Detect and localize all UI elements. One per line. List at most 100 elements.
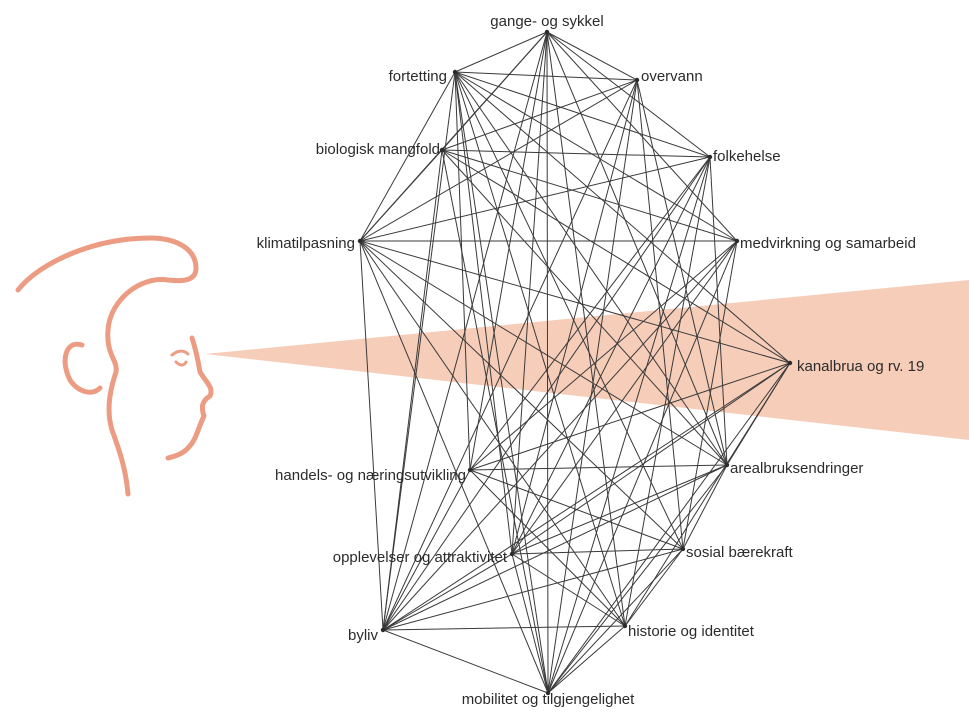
edge-folkehelse-klima [359,156,711,242]
node-point-klima [357,238,363,244]
edge-klima-mobilitet [359,240,549,694]
edge-fortetting-byliv [382,71,456,631]
edge-overvann-biologisk [441,79,638,151]
node-point-historie [622,623,628,629]
edge-folkehelse-handel [469,156,711,471]
edge-historie-mobilitet [547,625,626,694]
edge-klima-arealbruk [359,240,728,466]
edge-biologisk-klima [359,149,443,242]
edge-overvann-byliv [382,79,638,631]
view-beam [205,280,969,440]
edge-folkehelse-opplevelser [511,156,711,555]
edge-medvirkning-byliv [382,240,738,631]
node-label-medvirkning: medvirkning og samarbeid [740,235,916,252]
edge-gange-handel [469,31,548,471]
edge-gange-opplevelser [511,31,548,555]
edge-overvann-arealbruk [636,79,728,466]
edge-biologisk-folkehelse [441,149,711,158]
edge-gange-fortetting [454,31,548,73]
edge-medvirkning-handel [469,240,738,471]
edge-overvann-klima [359,79,638,242]
edge-kanalbrua-mobilitet [547,362,791,694]
edge-gange-folkehelse [546,31,711,158]
edge-byliv-historie [382,625,626,631]
node-label-gange: gange- og sykkel [490,13,603,30]
node-points [357,29,793,696]
node-point-opplevelser [509,551,515,557]
edge-biologisk-mobilitet [441,149,549,694]
node-label-opplevelser: opplevelser og attraktivitet [333,549,508,566]
edge-sosial-byliv [382,548,684,631]
edge-kanalbrua-byliv [382,362,791,631]
edge-folkehelse-byliv [382,156,711,631]
edge-biologisk-arealbruk [441,149,728,466]
node-labels: gange- og sykkel fortetting overvann biolog… [257,13,925,708]
node-label-mobilitet: mobilitet og tilgjengelighet [462,691,635,708]
edge-medvirkning-opplevelser [511,240,738,555]
node-point-medvirkning [734,238,740,244]
node-label-historie: historie og identitet [628,623,755,640]
node-point-handel [467,467,473,473]
edge-sosial-mobilitet [547,548,684,694]
human-head-profile-icon [15,235,214,497]
node-point-biologisk [439,147,445,153]
edge-kanalbrua-opplevelser [511,362,791,555]
node-label-overvann: overvann [641,68,703,85]
edge-arealbruk-byliv [382,464,728,631]
node-label-kanalbrua: kanalbrua og rv. 19 [797,358,924,375]
edge-kanalbrua-arealbruk [726,362,791,466]
edge-gange-overvann [546,31,638,81]
edge-handel-arealbruk [469,464,728,471]
edge-folkehelse-historie [624,156,711,627]
edge-gange-arealbruk [546,31,728,466]
node-point-sosial [680,546,686,552]
edge-sosial-historie [624,548,684,627]
node-point-fortetting [452,69,458,75]
edge-fortetting-kanalbrua [454,71,791,364]
node-point-folkehelse [707,154,713,160]
node-label-klima: klimatilpasning [257,235,355,252]
edge-folkehelse-mobilitet [547,156,711,694]
node-label-biologisk: biologisk mangfold [316,141,440,158]
edge-overvann-opplevelser [511,79,638,555]
edge-handel-byliv [382,469,471,631]
edge-opplevelser-sosial [511,548,684,555]
edge-fortetting-medvirkning [454,71,738,242]
node-label-handel: handels- og næringsutvikling [275,467,466,484]
edge-overvann-sosial [636,79,684,550]
edge-gange-mobilitet [546,31,549,694]
edge-biologisk-medvirkning [441,149,738,242]
node-point-overvann [634,77,640,83]
connection-lines [359,31,791,694]
edge-folkehelse-arealbruk [709,156,728,466]
edge-fortetting-handel [454,71,471,471]
node-point-arealbruk [724,462,730,468]
edge-arealbruk-sosial [682,464,728,550]
node-label-arealbruk: arealbruksendringer [730,460,863,477]
node-label-fortetting: fortetting [389,68,447,85]
edge-medvirkning-sosial [682,240,738,550]
edge-arealbruk-opplevelser [511,464,728,555]
node-point-mobilitet [545,690,551,696]
edge-fortetting-opplevelser [454,71,513,555]
edge-gange-historie [546,31,626,627]
edge-klima-byliv [359,240,384,631]
node-label-folkehelse: folkehelse [713,148,781,165]
edge-biologisk-kanalbrua [441,149,791,364]
edge-fortetting-overvann [454,71,638,81]
edge-overvann-mobilitet [547,79,638,694]
edge-arealbruk-mobilitet [547,464,728,694]
edge-handel-historie [469,469,626,627]
node-label-sosial: sosial bærekraft [686,544,794,561]
node-label-byliv: byliv [348,627,379,644]
edge-gange-medvirkning [546,31,738,242]
edge-biologisk-byliv [382,149,443,631]
edge-opplevelser-historie [511,553,626,627]
edge-klima-historie [359,240,626,627]
edge-fortetting-klima [359,71,456,242]
edge-kanalbrua-handel [469,362,791,471]
node-point-byliv [380,627,386,633]
edge-fortetting-folkehelse [454,71,711,158]
edge-byliv-mobilitet [382,629,549,694]
